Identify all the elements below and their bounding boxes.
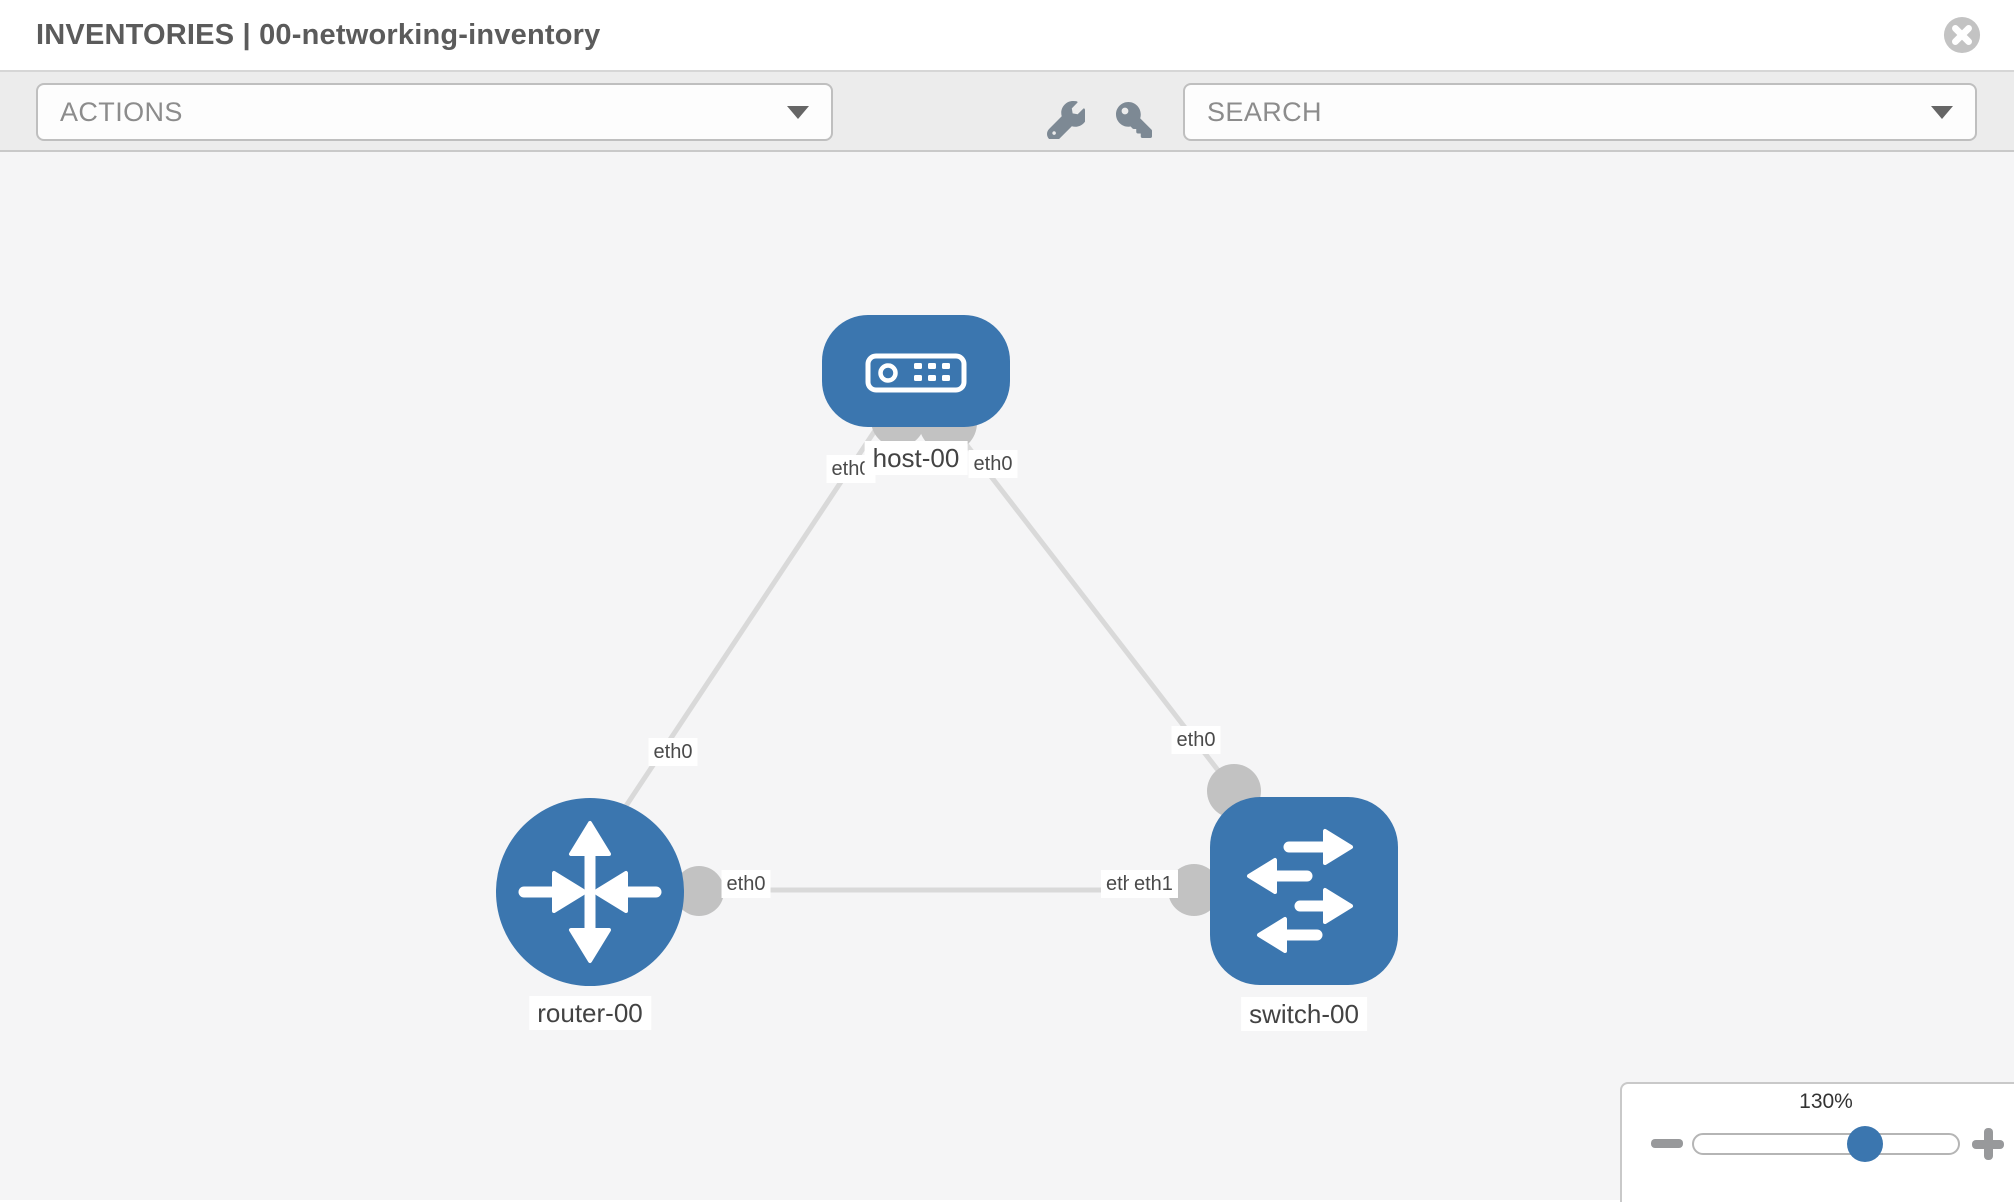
close-button[interactable]	[1943, 16, 1981, 54]
interface-label-router-lan: eth0	[721, 870, 771, 898]
chevron-down-icon	[787, 105, 809, 119]
node-label-switch: switch-00	[1241, 997, 1367, 1031]
actions-dropdown[interactable]: ACTIONS	[36, 83, 833, 141]
chevron-down-icon	[1931, 105, 1953, 119]
interface-connector	[1168, 864, 1220, 916]
close-icon	[1943, 16, 1981, 54]
zoom-in-button[interactable]	[1972, 1128, 2004, 1160]
node-router[interactable]	[496, 798, 684, 986]
node-label-host: host-00	[864, 441, 968, 475]
header: INVENTORIES | 00-networking-inventory	[0, 0, 2014, 72]
interface-label-host-right: eth0	[968, 450, 1018, 478]
host-icon	[865, 353, 967, 393]
key-icon	[1116, 102, 1152, 138]
interface-label-switch-lan-eth1: eth1	[1129, 870, 1178, 898]
switch-icon	[1247, 829, 1353, 953]
interface-label-router-uplink: eth0	[648, 738, 698, 766]
wrench-button[interactable]	[1040, 94, 1092, 146]
node-label-router: router-00	[529, 996, 651, 1030]
actions-dropdown-value: ACTIONS	[60, 96, 183, 127]
zoom-slider-track[interactable]	[1692, 1133, 1960, 1155]
zoom-slider-thumb[interactable]	[1847, 1126, 1883, 1162]
wrench-icon	[1047, 101, 1085, 139]
key-button[interactable]	[1108, 94, 1160, 146]
zoom-out-button[interactable]	[1651, 1139, 1683, 1148]
zoom-panel: 130%	[1620, 1082, 2014, 1202]
search-dropdown-value: SEARCH	[1207, 96, 1322, 127]
router-icon	[518, 821, 662, 963]
interface-label-switch-uplink: eth0	[1171, 726, 1221, 754]
node-switch[interactable]	[1210, 797, 1398, 985]
node-host[interactable]	[822, 315, 1010, 427]
topology-canvas[interactable]: host-00 router-00 switch-00 eth0 eth0 et…	[0, 152, 2014, 1202]
page-title: INVENTORIES | 00-networking-inventory	[36, 19, 601, 51]
toolbar: ACTIONS SEARCH	[0, 72, 2014, 152]
zoom-level: 130%	[1799, 1090, 1853, 1113]
topology-graph	[496, 315, 1398, 986]
search-dropdown[interactable]: SEARCH	[1183, 83, 1977, 141]
interface-connector	[674, 866, 724, 916]
